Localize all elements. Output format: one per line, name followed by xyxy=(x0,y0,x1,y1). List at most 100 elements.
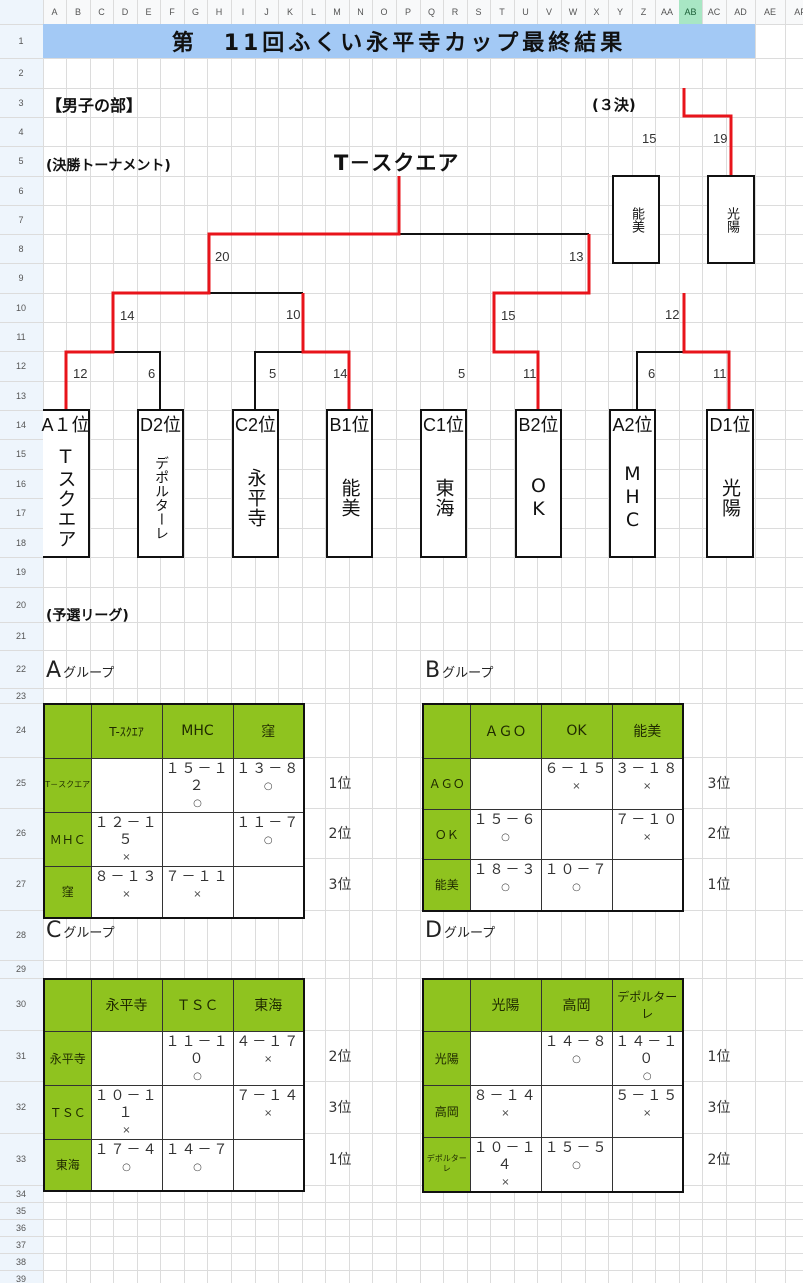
corner-cell xyxy=(422,978,471,1032)
group-letter: D xyxy=(425,918,442,943)
column-header-o[interactable]: O xyxy=(380,7,388,17)
column-header-n[interactable]: N xyxy=(357,7,364,17)
row-header-24[interactable]: 24 xyxy=(15,725,26,735)
row-header-37[interactable]: 37 xyxy=(15,1239,26,1250)
score-r1-a2: 6 xyxy=(648,366,656,381)
match-result-cell: ８－１３× xyxy=(90,865,163,919)
score-r1-c2: 5 xyxy=(269,366,277,381)
column-header-c[interactable]: C xyxy=(98,7,105,17)
row-header-30[interactable]: 30 xyxy=(15,999,26,1009)
row-header-3[interactable]: 3 xyxy=(18,97,24,108)
row-header-29[interactable]: 29 xyxy=(15,964,26,974)
row-header-20[interactable]: 20 xyxy=(15,599,26,610)
column-header-w[interactable]: W xyxy=(568,7,578,17)
row-header-15[interactable]: 15 xyxy=(15,449,26,459)
column-header-af[interactable]: AF xyxy=(794,7,803,17)
match-result-cell: ４－１７× xyxy=(232,1030,305,1086)
column-header-ab[interactable]: AB xyxy=(679,0,702,24)
column-header-h[interactable]: H xyxy=(215,7,223,17)
match-result-cell: １４－８○ xyxy=(540,1030,613,1086)
match-result-cell: １０－１１× xyxy=(90,1084,163,1140)
win-mark-icon: ○ xyxy=(501,831,510,843)
column-header-y[interactable]: Y xyxy=(616,7,623,17)
win-mark-icon: ○ xyxy=(263,780,273,792)
team-seed: D1位 xyxy=(709,415,751,435)
group-label: グループ xyxy=(63,666,115,681)
column-header-d[interactable]: D xyxy=(121,7,129,17)
loss-mark-icon: × xyxy=(264,1107,273,1119)
row-header-6[interactable]: 6 xyxy=(18,185,24,196)
row-header-4[interactable]: 4 xyxy=(18,126,24,137)
column-header-ad[interactable]: AD xyxy=(734,7,747,17)
row-header-5[interactable]: 5 xyxy=(18,156,24,166)
row-header-1[interactable]: 1 xyxy=(18,36,24,46)
column-header-ae[interactable]: AE xyxy=(763,7,776,17)
row-header-25[interactable]: 25 xyxy=(15,777,26,788)
column-team-header: 高岡 xyxy=(540,978,613,1032)
column-header-x[interactable]: X xyxy=(593,7,600,17)
match-score: １３－８ xyxy=(236,760,301,777)
column-header-aa[interactable]: AA xyxy=(660,7,673,17)
row-header-9[interactable]: 9 xyxy=(18,273,24,283)
column-header-j[interactable]: J xyxy=(264,7,269,17)
group-rank: 3位 xyxy=(328,877,352,893)
column-header-l[interactable]: L xyxy=(310,7,316,17)
column-header-v[interactable]: V xyxy=(545,7,552,17)
column-header-q[interactable]: Q xyxy=(427,7,435,17)
column-header-ac[interactable]: AC xyxy=(707,7,721,17)
column-header-a[interactable]: A xyxy=(51,7,58,17)
column-header-r[interactable]: R xyxy=(451,7,459,17)
row-header-39[interactable]: 39 xyxy=(15,1273,26,1284)
match-score: １７－４ xyxy=(94,1141,159,1158)
column-header-k[interactable]: K xyxy=(286,7,293,17)
sheet-title: 第 11回ふくい永平寺カップ最終結果 xyxy=(43,24,755,58)
score-semi-4: 12 xyxy=(665,307,680,322)
score-third-1: 15 xyxy=(642,131,657,146)
row-header-36[interactable]: 36 xyxy=(15,1222,26,1233)
row-header-11[interactable]: 11 xyxy=(16,331,26,342)
row-header-2[interactable]: 2 xyxy=(18,68,24,78)
row-header-12[interactable]: 12 xyxy=(15,361,26,371)
row-header-14[interactable]: 14 xyxy=(15,419,26,430)
row-header-10[interactable]: 10 xyxy=(15,302,26,313)
team-seed: C2位 xyxy=(234,415,276,435)
column-header-t[interactable]: T xyxy=(499,7,505,17)
row-header-33[interactable]: 33 xyxy=(15,1154,26,1164)
column-header-s[interactable]: S xyxy=(475,7,482,17)
column-header-f[interactable]: F xyxy=(169,7,175,17)
row-header-23[interactable]: 23 xyxy=(15,690,26,701)
row-header-8[interactable]: 8 xyxy=(18,243,24,254)
row-header-27[interactable]: 27 xyxy=(15,879,26,889)
column-header-u[interactable]: U xyxy=(522,7,529,17)
row-header-28[interactable]: 28 xyxy=(15,930,26,940)
team-name-wrap: 東海 xyxy=(422,441,465,554)
column-header-m[interactable]: M xyxy=(333,7,341,17)
row-header-13[interactable]: 13 xyxy=(15,390,26,401)
row-header-35[interactable]: 35 xyxy=(15,1205,26,1216)
column-header-b[interactable]: B xyxy=(74,7,81,17)
row-header-32[interactable]: 32 xyxy=(15,1102,26,1112)
row-header-18[interactable]: 18 xyxy=(15,537,26,548)
row-header-22[interactable]: 22 xyxy=(15,664,26,674)
row-header-7[interactable]: 7 xyxy=(18,214,24,225)
column-header-p[interactable]: P xyxy=(404,7,411,17)
row-header-31[interactable]: 31 xyxy=(15,1050,26,1061)
team-name: 東海 xyxy=(432,477,455,518)
column-header-e[interactable]: E xyxy=(145,7,152,17)
row-header-17[interactable]: 17 xyxy=(15,508,26,518)
column-header-z[interactable]: Z xyxy=(640,7,647,17)
column-header-i[interactable]: I xyxy=(241,7,245,17)
row-header-16[interactable]: 16 xyxy=(15,478,26,489)
row-header-34[interactable]: 34 xyxy=(15,1188,26,1199)
row-header-26[interactable]: 26 xyxy=(15,828,26,838)
row-header-38[interactable]: 38 xyxy=(15,1256,26,1267)
column-header-g[interactable]: G xyxy=(191,7,199,17)
row-header-19[interactable]: 19 xyxy=(15,567,26,577)
group-rank: 1位 xyxy=(707,1048,731,1065)
row-header-21[interactable]: 21 xyxy=(15,631,26,641)
